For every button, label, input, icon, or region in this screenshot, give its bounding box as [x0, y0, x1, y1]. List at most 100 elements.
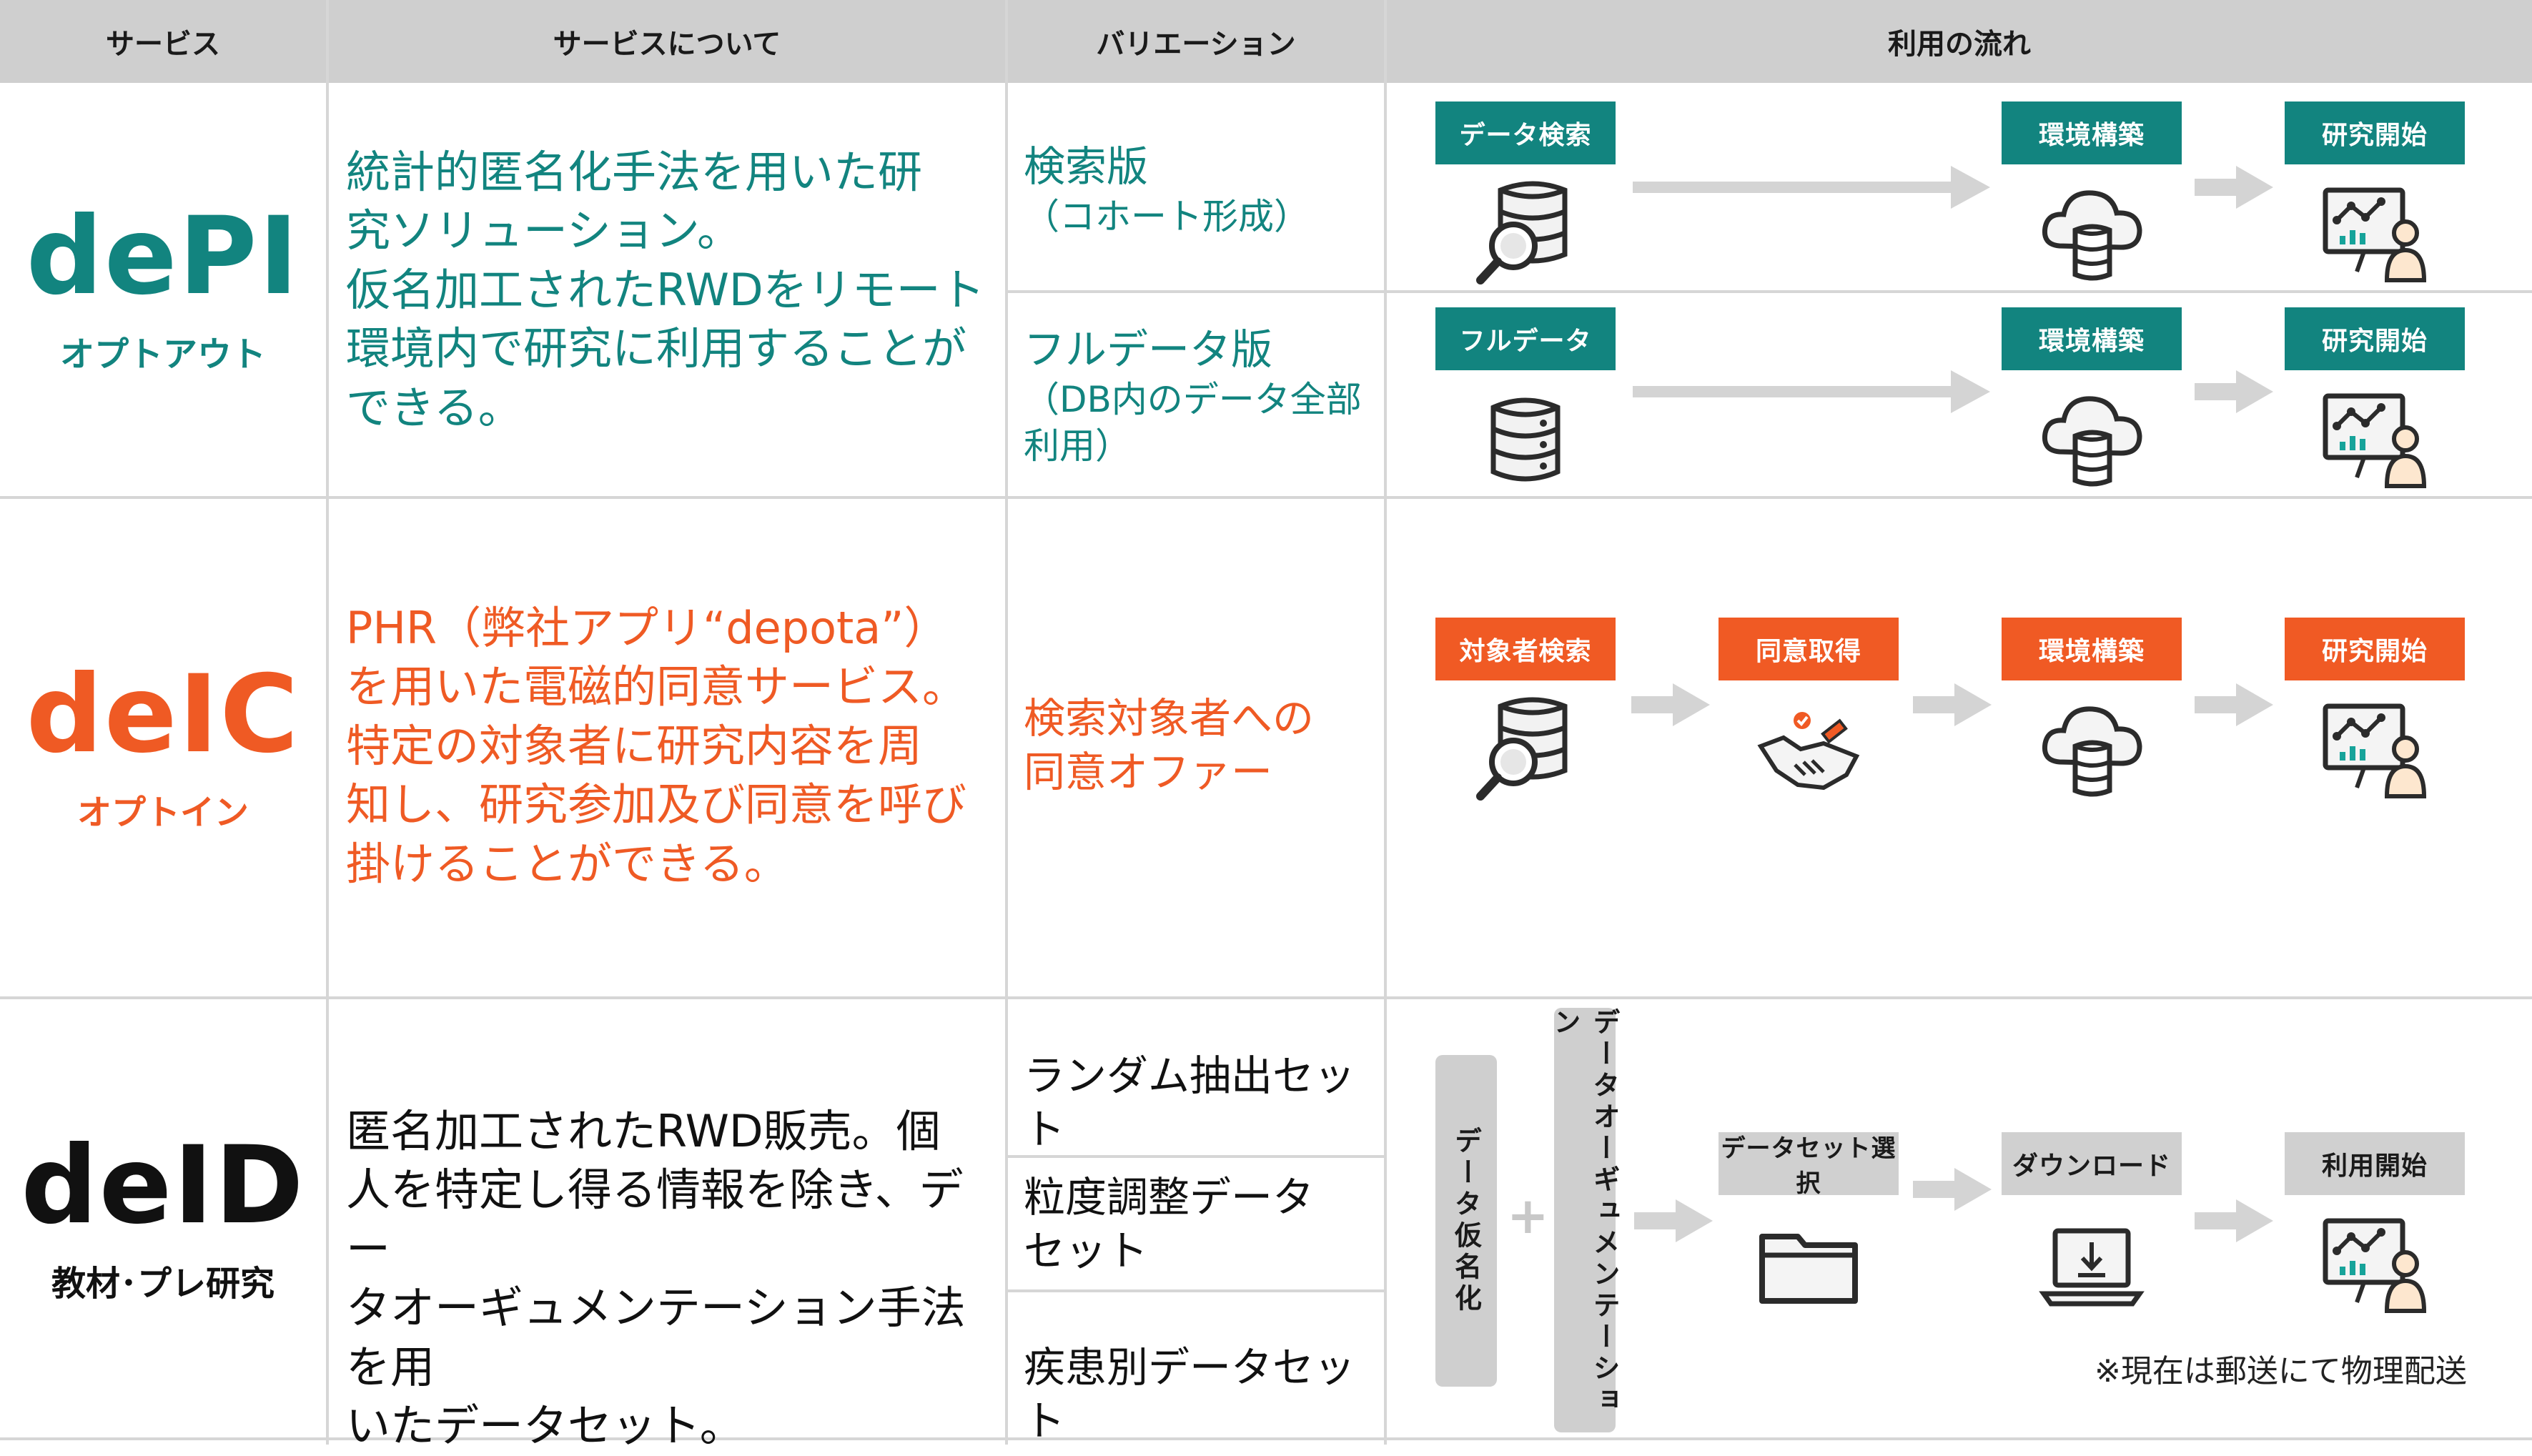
service-name: deIC [26, 653, 300, 777]
description-line: 究ソリューション。 [346, 204, 742, 257]
service-depi: dePI オプトアウト [0, 83, 326, 496]
variation-title: 検索対象者への [1024, 694, 1315, 743]
description-line: PHR（弊社アプリ“depota”） [346, 602, 949, 654]
flow-step: 利用開始 [2285, 1132, 2465, 1195]
step-label: フルデータ [1435, 307, 1616, 370]
arrow-icon [1633, 166, 1990, 209]
description-line: タオーギュメンテーション手法を用 [346, 1282, 966, 1393]
description-line: いたデータセット。 [346, 1400, 744, 1452]
header-variation: バリエーション [1008, 0, 1384, 83]
column-divider [326, 0, 329, 1445]
flow-step: フルデータ [1435, 307, 1616, 370]
service-deic: deIC オプトイン [0, 499, 326, 996]
plus-icon: + [1507, 1187, 1549, 1245]
variation-title: 粒度調整データ [1024, 1173, 1315, 1222]
description-line: 特定の対象者に研究内容を周 [346, 719, 923, 772]
row-divider [0, 496, 2532, 499]
step-label: ダウンロード [2002, 1132, 2182, 1195]
variation-divider [1008, 290, 2532, 293]
step-label: データ検索 [1435, 101, 1616, 164]
variation-granularity: 粒度調整データ セット [1024, 1171, 1381, 1279]
database-search-icon [1472, 180, 1579, 287]
description-line: 統計的匿名化手法を用いた研 [346, 146, 923, 198]
laptop-download-icon [2038, 1211, 2145, 1318]
variation-divider [1008, 1289, 1384, 1292]
variation-detail: （コホート形成） [1024, 196, 1310, 238]
service-description: PHR（弊社アプリ“depota”） を用いた電磁的同意サービス。 特定の対象者… [346, 599, 994, 893]
service-subtitle: オプトイン [76, 793, 249, 833]
flow-step: 環境構築 [2002, 101, 2182, 164]
database-search-icon [1472, 696, 1579, 803]
description-line: 匿名加工されたRWD販売。個 [346, 1105, 941, 1157]
header-service: サービス [0, 0, 326, 83]
arrow-icon [1631, 683, 1710, 726]
variation-title: 検索版 [1024, 142, 1149, 191]
step-label: 利用開始 [2285, 1132, 2465, 1195]
arrow-icon [1633, 370, 1990, 413]
variation-title: ランダム抽出セット [1024, 1051, 1356, 1154]
cloud-database-icon [2038, 386, 2145, 493]
flow-step: データ検索 [1435, 101, 1616, 164]
description-line: を用いた電磁的同意サービス。 [346, 660, 967, 713]
service-name: deID [21, 1123, 305, 1248]
pre-step-augmentation: データオーギュメンテーション [1549, 1008, 1620, 1432]
arrow-icon [1913, 1168, 1992, 1211]
description-line: 人を特定し得る情報を除き、デー [346, 1164, 964, 1275]
presentation-researcher-icon [2321, 1211, 2428, 1318]
flow-step: 研究開始 [2285, 101, 2465, 164]
folder-icon [1755, 1211, 1862, 1318]
variation-random: ランダム抽出セット [1024, 1049, 1381, 1157]
variation-detail: 利用） [1024, 425, 1131, 467]
variation-detail: （DB内のデータ全部 [1024, 379, 1362, 421]
flow-step: 環境構築 [2002, 307, 2182, 370]
arrow-icon [2195, 166, 2273, 209]
description-line: 掛けることができる。 [346, 837, 788, 890]
header-flow: 利用の流れ [1387, 0, 2532, 83]
cloud-database-icon [2038, 696, 2145, 803]
presentation-researcher-icon [2321, 386, 2428, 493]
row-divider [0, 1437, 2532, 1440]
step-label: 同意取得 [1719, 618, 1899, 680]
service-subtitle: 教材･プレ研究 [51, 1263, 275, 1304]
description-line: 環境内で研究に利用することが [346, 322, 967, 375]
variation-full: フルデータ版 （DB内のデータ全部 利用） [1024, 323, 1381, 470]
flow-step: 対象者検索 [1435, 618, 1616, 680]
variation-title: 疾患別データセット [1024, 1343, 1356, 1446]
flow-step: 研究開始 [2285, 307, 2465, 370]
flow-step: 同意取得 [1719, 618, 1899, 680]
description-line: できる。 [346, 381, 523, 434]
step-label: データセット選択 [1719, 1132, 1899, 1198]
flow-step: ダウンロード [2002, 1132, 2182, 1195]
service-name: dePI [26, 194, 300, 319]
shipping-note: ※現在は郵送にて物理配送 [2095, 1353, 2467, 1390]
flow-step: 研究開始 [2285, 618, 2465, 680]
step-label: 環境構築 [2002, 618, 2182, 680]
pre-step-pseudonymization: データ仮名化 [1435, 1055, 1497, 1387]
flow-step: 環境構築 [2002, 618, 2182, 680]
handshake-icon [1755, 696, 1862, 803]
variation-title: 同意オファー [1024, 748, 1273, 797]
cloud-database-icon [2038, 180, 2145, 287]
description-line: 仮名加工されたRWDをリモート [346, 263, 985, 316]
variation-consent-offer: 検索対象者への 同意オファー [1024, 692, 1381, 800]
service-description: 匿名加工されたRWD販売。個 人を特定し得る情報を除き、デー タオーギュメンテー… [346, 1102, 994, 1456]
service-description: 統計的匿名化手法を用いた研 究ソリューション。 仮名加工されたRWDをリモート … [346, 143, 994, 437]
step-label: 研究開始 [2285, 101, 2465, 164]
arrow-icon [2195, 370, 2273, 413]
service-deid: deID 教材･プレ研究 [0, 999, 326, 1437]
presentation-researcher-icon [2321, 180, 2428, 287]
column-divider [1384, 0, 1387, 1445]
step-label: 研究開始 [2285, 307, 2465, 370]
variation-title: セット [1024, 1227, 1149, 1276]
variation-divider [1008, 1155, 1384, 1158]
row-divider [0, 996, 2532, 999]
database-icon [1472, 386, 1579, 493]
variation-title: フルデータ版 [1024, 325, 1273, 374]
variation-search: 検索版 （コホート形成） [1024, 140, 1381, 240]
arrow-icon [1634, 1199, 1713, 1242]
arrow-icon [1913, 683, 1992, 726]
step-label: 環境構築 [2002, 101, 2182, 164]
step-label: 対象者検索 [1435, 618, 1616, 680]
variation-disease: 疾患別データセット [1024, 1341, 1381, 1449]
arrow-icon [2195, 1199, 2273, 1242]
